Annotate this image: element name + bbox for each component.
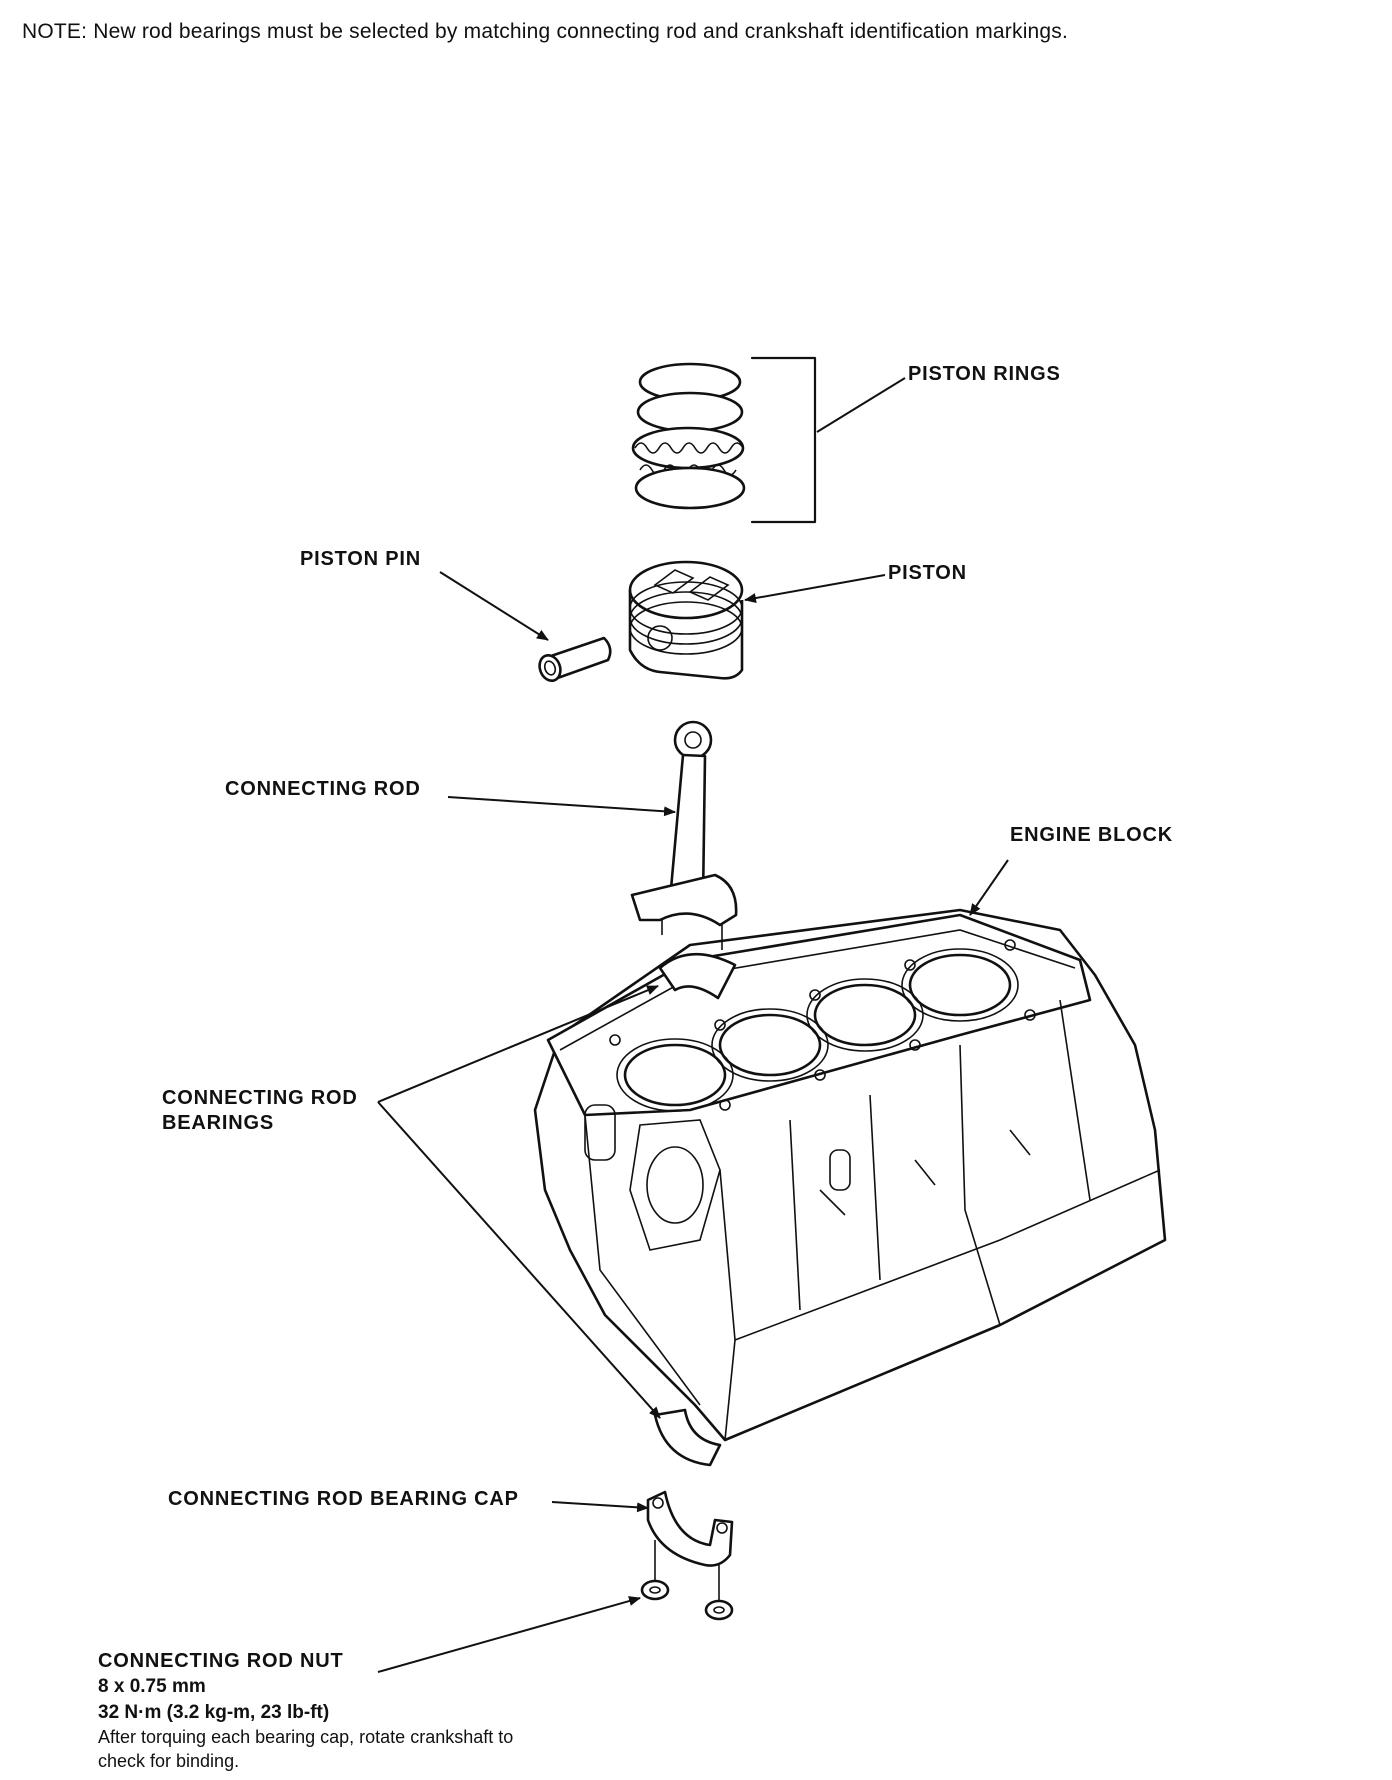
rod-nut-torque: 32 N·m (3.2 kg-m, 23 lb-ft) <box>98 1702 330 1723</box>
piston-rings-illustration <box>631 356 817 524</box>
connecting-rod-illustration <box>630 720 738 950</box>
upper-bearing-illustration <box>658 952 737 1000</box>
lower-bearing-illustration <box>653 1408 722 1467</box>
rod-nut-instruction-line2: check for binding. <box>98 1751 240 1771</box>
piston-rings-leader <box>816 377 906 433</box>
rod-nut-leader <box>377 1596 641 1673</box>
note-text: NOTE: New rod bearings must be selected … <box>22 20 1069 43</box>
rod-nut-size: 8 x 0.75 mm <box>98 1676 206 1697</box>
rod-bearings-label-line2: BEARINGS <box>162 1112 274 1134</box>
rod-bearings-label-line1: CONNECTING ROD <box>162 1087 358 1109</box>
piston-pin-leader <box>439 571 549 641</box>
connecting-rod-label: CONNECTING ROD <box>225 778 421 800</box>
rod-nuts-illustration <box>640 1540 734 1621</box>
piston-pin-illustration <box>538 636 612 682</box>
piston-illustration <box>628 560 744 680</box>
piston-rings-label: PISTON RINGS <box>908 363 1061 385</box>
rod-nut-instruction-line1: After torquing each bearing cap, rotate … <box>98 1727 514 1747</box>
rod-bearing-upper-leader <box>377 985 659 1103</box>
engine-block-label: ENGINE BLOCK <box>1010 824 1173 846</box>
engine-block-leader <box>969 859 1009 916</box>
piston-leader <box>744 574 886 603</box>
engine-block-illustration <box>533 908 1167 1442</box>
connecting-rod-leader <box>447 796 676 817</box>
rod-nut-label: CONNECTING ROD NUT <box>98 1650 344 1672</box>
rod-bearing-lower-leader <box>377 1101 661 1419</box>
bearing-cap-leader <box>551 1501 649 1513</box>
bearing-cap-label: CONNECTING ROD BEARING CAP <box>168 1488 519 1510</box>
bearing-cap-illustration <box>646 1490 734 1567</box>
piston-pin-label: PISTON PIN <box>300 548 421 570</box>
piston-label: PISTON <box>888 562 967 584</box>
